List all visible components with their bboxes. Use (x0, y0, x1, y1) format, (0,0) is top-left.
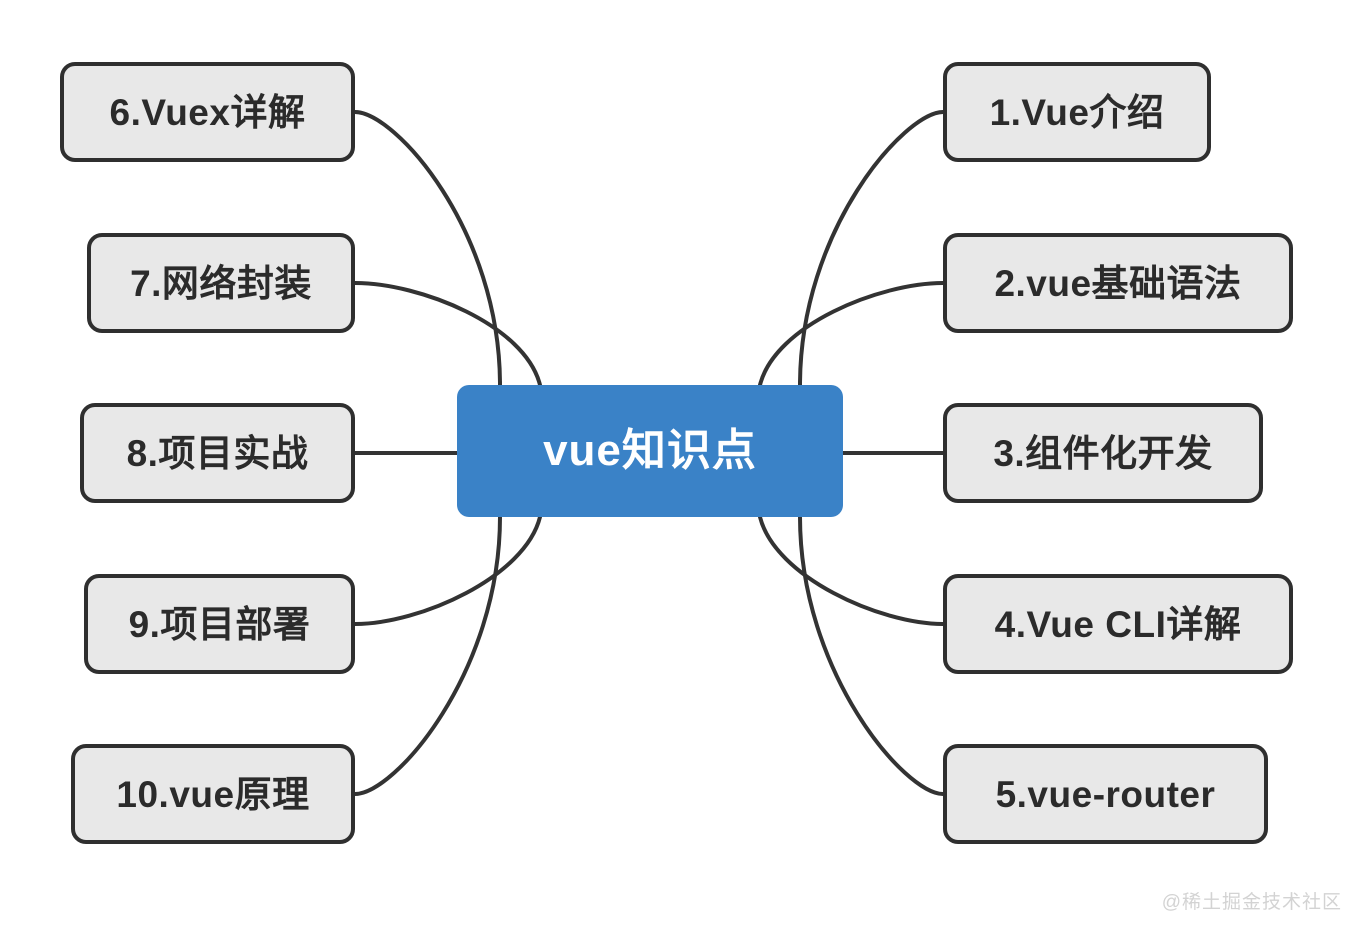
branch-node-3[interactable]: 3.组件化开发 (943, 403, 1263, 503)
branch-node-2[interactable]: 2.vue基础语法 (943, 233, 1293, 333)
connector-to-node-5 (798, 515, 945, 796)
branch-node-8-label: 8.项目实战 (126, 432, 309, 474)
branch-node-7-label: 7.网络封装 (130, 262, 312, 304)
branch-node-10[interactable]: 10.vue原理 (71, 744, 355, 844)
branch-node-4[interactable]: 4.Vue CLI详解 (943, 574, 1293, 674)
branch-node-3-label: 3.组件化开发 (993, 432, 1213, 474)
center-node[interactable]: vue知识点 (457, 385, 843, 517)
branch-node-5-label: 5.vue-router (995, 773, 1216, 815)
branch-node-7[interactable]: 7.网络封装 (87, 233, 355, 333)
connector-to-node-1 (798, 110, 945, 387)
center-node-label: vue知识点 (543, 426, 757, 475)
connector-to-node-9 (353, 515, 542, 626)
branch-node-8[interactable]: 8.项目实战 (80, 403, 355, 503)
connector-to-node-6 (353, 110, 502, 387)
branch-node-1[interactable]: 1.Vue介绍 (943, 62, 1211, 162)
connector-to-node-2 (758, 281, 945, 387)
branch-node-2-label: 2.vue基础语法 (994, 262, 1242, 304)
branch-node-9[interactable]: 9.项目部署 (84, 574, 355, 674)
branch-node-10-label: 10.vue原理 (116, 773, 310, 815)
connector-to-node-10 (353, 515, 502, 796)
watermark: @稀土掘金技术社区 (1161, 892, 1342, 913)
branch-node-6[interactable]: 6.Vuex详解 (60, 62, 355, 162)
branch-node-5[interactable]: 5.vue-router (943, 744, 1268, 844)
connector-to-node-4 (758, 515, 945, 626)
branch-node-6-label: 6.Vuex详解 (109, 91, 306, 133)
connector-to-node-7 (353, 281, 542, 387)
branch-node-9-label: 9.项目部署 (128, 603, 311, 645)
branch-node-4-label: 4.Vue CLI详解 (994, 603, 1242, 645)
branch-node-1-label: 1.Vue介绍 (989, 91, 1165, 133)
